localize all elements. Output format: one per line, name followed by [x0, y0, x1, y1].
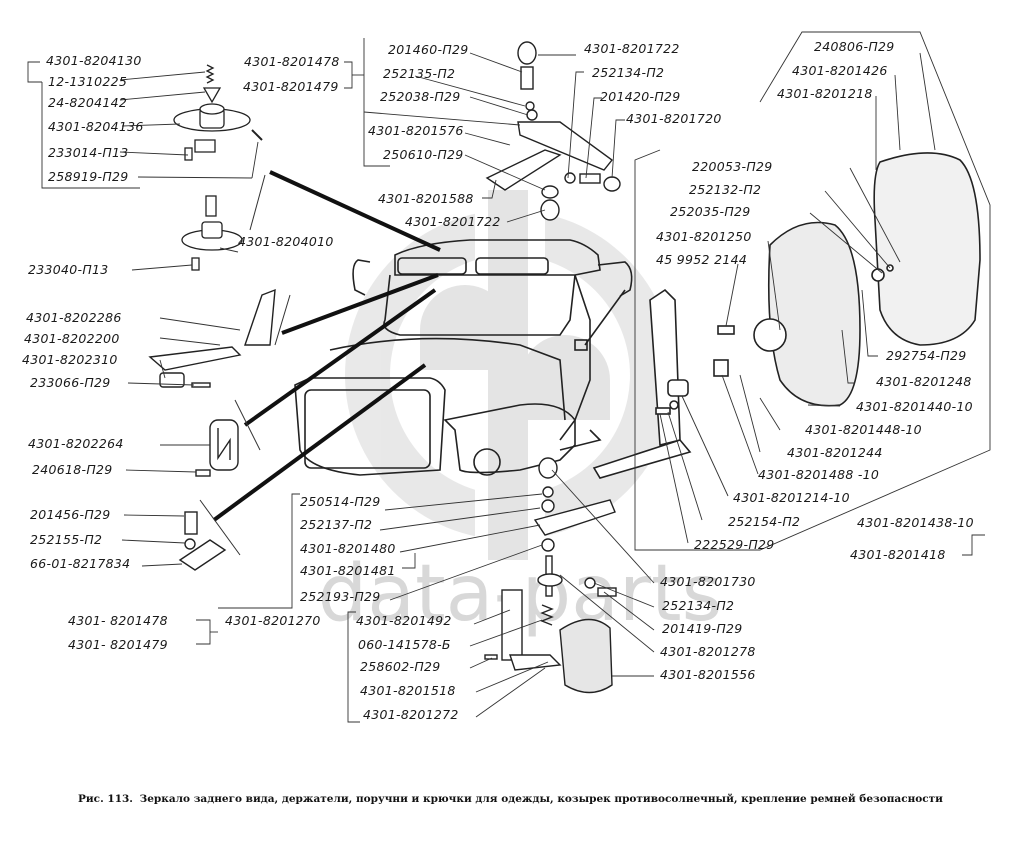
pointer-lines	[212, 170, 441, 522]
label-part: 233014-П13	[48, 145, 129, 160]
label-part: 258919-П29	[48, 169, 129, 184]
label-part: 201460-П29	[388, 42, 469, 57]
label-part: 252038-П29	[380, 89, 461, 104]
label-part: 4301-8201480	[300, 541, 396, 556]
label-part: 4301-8201722	[584, 41, 680, 56]
label-part: 66-01-8217834	[30, 556, 131, 571]
label-part: 252132-П2	[689, 182, 762, 197]
caption-text: Зеркало заднего вида, держатели, поручни…	[139, 793, 943, 805]
label-part: 4301-8201248	[876, 374, 972, 389]
label-mirror-assembly: 4301-8201418	[850, 547, 946, 562]
label-part: 4301-8201214-10	[733, 490, 850, 505]
label-part: 4301-8202286	[26, 310, 122, 325]
label-part: 4301-8201481	[300, 563, 396, 578]
label-coat-hook-2-assembly: 4301-8204010	[238, 234, 334, 249]
label-part: 4301-8201250	[656, 229, 752, 244]
label-part: 4301-8204136	[48, 119, 144, 134]
label-part: 4301-8201722	[405, 214, 501, 229]
leader-lines	[27, 31, 991, 723]
label-part: 252155-П2	[30, 532, 103, 547]
label-part: 4301-8201426	[792, 63, 888, 78]
lower-mirror-bracket	[484, 457, 617, 694]
label-part: 4301-8202200	[24, 331, 120, 346]
label-part: 4301-8201278	[660, 644, 756, 659]
label-part: 4301-8201730	[660, 574, 756, 589]
label-part: 45 9952 2144	[656, 252, 748, 267]
label-part: 4301-8201218	[777, 86, 873, 101]
label-part: 4301-8201492	[356, 613, 452, 628]
label-part: 258602-П29	[360, 659, 441, 674]
label-part: 4301-8201488 -10	[758, 467, 880, 482]
caption-number: Рис. 113.	[78, 793, 133, 805]
watermark-logo	[345, 190, 675, 560]
figure-caption: Рис. 113. Зеркало заднего вида, держател…	[78, 793, 943, 805]
handrail-parts	[148, 288, 276, 388]
label-part: 240618-П29	[32, 462, 113, 477]
mirror-assembly	[592, 152, 981, 479]
label-part: 252154-П2	[728, 514, 801, 529]
label-part: 220053-П29	[692, 159, 773, 174]
label-part: 252134-П2	[592, 65, 665, 80]
label-part: 252135-П2	[383, 66, 456, 81]
label-part: 24-8204142	[48, 95, 128, 110]
belt-mount	[178, 511, 227, 571]
label-part: 4301-8201588	[378, 191, 474, 206]
sun-visor-holder	[195, 419, 239, 477]
label-part: 240806-П29	[814, 39, 895, 54]
label-part: 4301-8201272	[363, 707, 459, 722]
label-part: 12-1310225	[48, 74, 128, 89]
label-part: 252134-П2	[662, 598, 735, 613]
label-part: 4301-8201244	[787, 445, 883, 460]
label-lower-bracket-assembly: 4301- 8201478	[68, 613, 168, 628]
label-part: 222529-П29	[694, 537, 775, 552]
label-part: 250610-П29	[383, 147, 464, 162]
label-sub-assembly: 4301-8201270	[225, 613, 321, 628]
label-part: 201420-П29	[600, 89, 681, 104]
label-part: 233040-П13	[28, 262, 109, 277]
label-part: 252193-П29	[300, 589, 381, 604]
label-part: 4301-8202310	[22, 352, 118, 367]
label-part: 060-141578-Б	[358, 637, 451, 652]
top-mirror-bracket	[485, 41, 621, 221]
label-part: 233066-П29	[30, 375, 111, 390]
label-lower-bracket-assembly: 4301- 8201479	[68, 637, 168, 652]
label-part: 4301-8201448-10	[805, 422, 922, 437]
label-part: 4301-8202264	[28, 436, 124, 451]
label-part: 4301-8201576	[368, 123, 464, 138]
label-part: 4301-8201720	[626, 111, 722, 126]
label-part: 250514-П29	[300, 494, 381, 509]
coat-hook-parts	[173, 64, 263, 271]
label-part: 292754-П29	[886, 348, 967, 363]
label-part: 4301-8201518	[360, 683, 456, 698]
label-part: 201419-П29	[662, 621, 743, 636]
label-part: 201456-П29	[30, 507, 111, 522]
label-part: 252137-П2	[300, 517, 373, 532]
label-mirror-assembly: 4301-8201438-10	[857, 515, 974, 530]
label-part: 4301-8201440-10	[856, 399, 973, 414]
label-coat-hook-assembly: 4301-8204130	[46, 53, 142, 68]
label-top-bracket-assembly: 4301-8201478	[244, 54, 340, 69]
label-part: 252035-П29	[670, 204, 751, 219]
label-part: 4301-8201556	[660, 667, 756, 682]
label-top-bracket-assembly: 4301-8201479	[243, 79, 339, 94]
